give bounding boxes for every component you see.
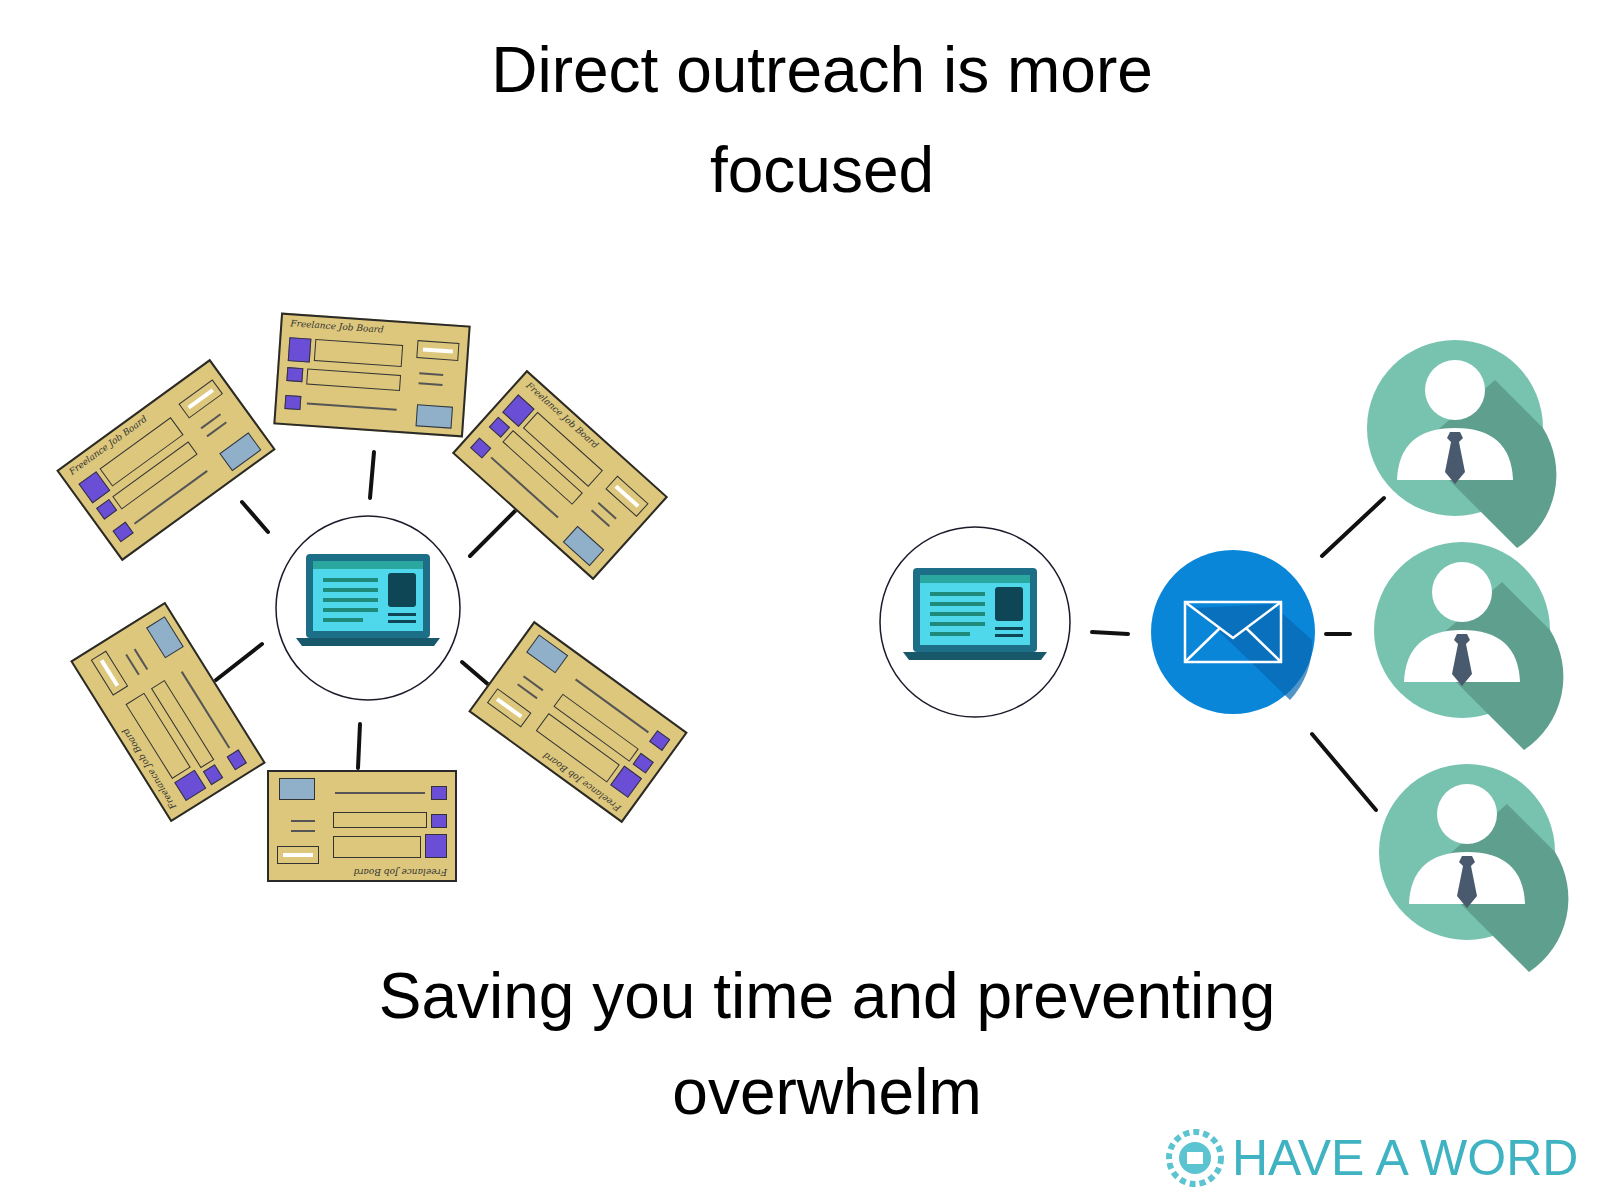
- text-line: [335, 792, 425, 794]
- job-board-card: Freelance Job Board: [468, 621, 688, 823]
- listing-row: [553, 694, 638, 762]
- link-lines: [1092, 498, 1384, 810]
- image-block: [288, 337, 312, 362]
- card-title: Freelance Job Board: [518, 373, 665, 507]
- text-line: [490, 457, 558, 519]
- image-block: [284, 395, 301, 410]
- text-line: [291, 830, 315, 832]
- person-icon: [1374, 542, 1563, 750]
- image-block: [425, 834, 447, 858]
- sender-circle: [880, 527, 1070, 717]
- laptop-icon: [296, 554, 440, 646]
- button-box: [146, 616, 184, 658]
- text-line: [418, 382, 442, 386]
- card-title: Freelance Job Board: [73, 655, 183, 820]
- text-line: [181, 671, 230, 748]
- hub-circle: [276, 516, 460, 700]
- image-block: [489, 417, 510, 438]
- text-line: [575, 679, 649, 734]
- job-board-card: Freelance Job Board: [452, 370, 668, 580]
- caption: Saving you time and preventing overwhelm: [252, 948, 1402, 1140]
- text-line: [134, 470, 208, 525]
- sidebar-bar: [614, 485, 639, 508]
- listing-row: [333, 812, 427, 828]
- listing-row: [99, 417, 183, 487]
- image-block: [633, 753, 654, 774]
- person-icon: [1379, 764, 1568, 972]
- image-block: [431, 786, 447, 800]
- email-circle: [1151, 550, 1315, 714]
- listing-row: [125, 693, 190, 779]
- listing-row: [306, 368, 401, 391]
- sidebar-bar: [496, 697, 523, 718]
- image-block: [96, 499, 117, 520]
- listing-row: [314, 339, 403, 367]
- button-box: [563, 526, 604, 566]
- image-block: [502, 394, 534, 427]
- spoke-lines: [216, 452, 518, 768]
- listing-row: [151, 680, 214, 768]
- image-block: [610, 766, 642, 798]
- image-block: [431, 814, 447, 828]
- card-title: Freelance Job Board: [282, 315, 468, 341]
- sidebar-bar: [423, 347, 453, 353]
- listing-row: [333, 836, 421, 858]
- title: Direct outreach is more focused: [412, 20, 1232, 220]
- button-box: [279, 778, 315, 800]
- logo-icon: [1169, 1132, 1221, 1184]
- card-title: Freelance Job Board: [269, 867, 455, 880]
- job-board-card: Freelance Job Board: [273, 313, 470, 438]
- person-icon: [1367, 340, 1556, 548]
- job-board-card: Freelance Job Board: [267, 770, 457, 882]
- job-board-card: Freelance Job Board: [70, 602, 266, 822]
- button-box: [219, 432, 261, 471]
- image-block: [78, 471, 110, 503]
- text-line: [206, 422, 227, 438]
- image-block: [203, 764, 223, 785]
- card-title: Freelance Job Board: [471, 701, 629, 821]
- text-line: [307, 403, 397, 411]
- card-title: Freelance Job Board: [59, 362, 217, 482]
- button-box: [416, 404, 453, 428]
- laptop-icon: [903, 568, 1047, 660]
- text-line: [291, 820, 315, 822]
- text-line: [134, 649, 148, 670]
- listing-row: [112, 441, 197, 509]
- image-block: [227, 749, 247, 770]
- image-block: [649, 730, 670, 751]
- text-line: [419, 372, 443, 376]
- sidebar-bar: [100, 659, 119, 687]
- sidebar-bar: [283, 853, 313, 857]
- button-box: [526, 634, 568, 673]
- watermark: HAVE A WORD: [1232, 1128, 1578, 1188]
- job-board-card: Freelance Job Board: [56, 359, 276, 561]
- image-block: [174, 770, 206, 801]
- image-block: [470, 437, 491, 458]
- sidebar-bar: [187, 388, 214, 409]
- listing-row: [502, 430, 583, 505]
- image-block: [113, 522, 134, 543]
- image-block: [286, 367, 303, 382]
